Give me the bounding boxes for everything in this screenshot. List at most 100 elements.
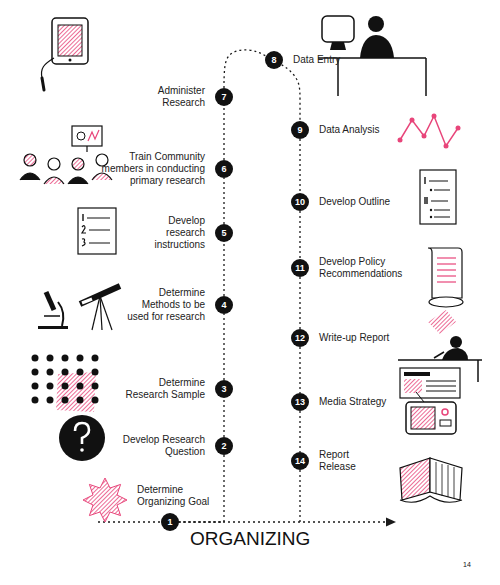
sample-dot xyxy=(47,369,54,376)
step-circle: 14Report Release xyxy=(291,452,309,470)
step-number: 8 xyxy=(265,51,283,69)
page-edge xyxy=(442,464,443,496)
tv-knob xyxy=(442,409,448,415)
page-edge xyxy=(448,465,449,497)
chart-point xyxy=(456,126,461,131)
step-number: 5 xyxy=(215,224,233,242)
step-label: Media Strategy xyxy=(319,396,409,408)
outline-bullet xyxy=(430,216,432,218)
list-line xyxy=(89,243,110,244)
newspaper-masthead xyxy=(404,372,430,376)
outline-numeral xyxy=(424,177,425,184)
step-label: Develop Research Question xyxy=(115,434,205,458)
sample-dot xyxy=(62,383,69,390)
step-label: Develop research instructions xyxy=(149,215,205,251)
scroll-roll xyxy=(429,297,463,307)
tv-antenna xyxy=(416,392,424,402)
step-label: Data Entry xyxy=(293,54,383,66)
trainee-head xyxy=(24,154,36,166)
step-number: 7 xyxy=(215,88,233,106)
outline-line xyxy=(434,217,450,218)
step-label: Determine Research Sample xyxy=(117,377,205,401)
axis-arrowhead xyxy=(386,518,396,527)
sample-dot xyxy=(62,369,69,376)
newspaper-line xyxy=(426,391,456,392)
stylus-cord xyxy=(42,58,55,78)
step-label: Data Analysis xyxy=(319,124,409,136)
step-label: Determine Organizing Goal xyxy=(137,484,222,508)
newspaper-icon xyxy=(400,368,460,398)
step-number: 3 xyxy=(215,380,233,398)
step-circle: 5Develop research instructions xyxy=(215,224,233,242)
instructions-sheet xyxy=(78,208,116,254)
dashed-connector xyxy=(223,106,224,160)
training-board xyxy=(72,126,102,146)
writer-desk xyxy=(398,359,482,361)
step-number: 13 xyxy=(291,393,309,411)
trainee-head xyxy=(72,158,84,170)
outline-line xyxy=(434,210,450,211)
tablet-button xyxy=(69,59,72,62)
step-number: 2 xyxy=(215,437,233,455)
page-edge xyxy=(436,462,437,494)
step-circle: 3Determine Research Sample xyxy=(215,380,233,398)
telescope-band xyxy=(82,299,92,303)
sample-dot xyxy=(32,383,39,390)
sample-dot xyxy=(32,369,39,376)
step-circle: 4Determine Methods to be used for resear… xyxy=(215,296,233,314)
board-clock xyxy=(77,132,85,140)
step-label: Develop Policy Recommendations xyxy=(319,256,404,280)
sample-dot xyxy=(77,383,84,390)
outline-bullet xyxy=(430,189,432,191)
dashed-path xyxy=(299,470,300,522)
step-circle: 9Data Analysis xyxy=(291,121,309,139)
step-circle: 1Determine Organizing Goal xyxy=(161,513,179,531)
dashed-connector xyxy=(223,398,224,437)
step-circle: 13Media Strategy xyxy=(291,393,309,411)
outline-line xyxy=(434,190,450,191)
sample-dot xyxy=(77,355,84,362)
board-stand xyxy=(86,146,87,152)
dashed-connector xyxy=(299,411,300,452)
sample-dot xyxy=(92,397,99,404)
step-circle: 6Train Community members in conducting p… xyxy=(215,160,233,178)
dashed-axis xyxy=(98,521,386,522)
step-circle: 10Develop Outline xyxy=(291,193,309,211)
outline-line xyxy=(429,181,448,182)
page-number: 14 xyxy=(463,561,471,568)
trainee-body xyxy=(44,177,64,184)
list-numeral xyxy=(82,239,85,246)
sample-dot xyxy=(92,355,99,362)
tablet-icon xyxy=(52,18,88,64)
step-number: 4 xyxy=(215,296,233,314)
microscope-arm xyxy=(58,302,63,326)
trainee-body xyxy=(20,173,40,180)
outline-bullet xyxy=(430,209,432,211)
step-circle: 8Data Entry xyxy=(265,51,283,69)
microscope-base xyxy=(38,326,68,329)
list-line xyxy=(87,218,110,219)
chart-point xyxy=(444,144,449,149)
writing-pages xyxy=(428,310,456,334)
sample-dot xyxy=(47,383,54,390)
dashed-connector xyxy=(299,347,300,393)
step-label: Train Community members in conducting pr… xyxy=(95,151,205,187)
desk-leg xyxy=(425,58,427,96)
chart-point xyxy=(398,138,403,143)
question-disc xyxy=(59,415,105,461)
sample-dot xyxy=(47,397,54,404)
sample-highlight xyxy=(56,372,96,412)
list-line xyxy=(89,230,110,231)
step-number: 14 xyxy=(291,452,309,470)
dashed-connector xyxy=(223,242,224,296)
sample-dot xyxy=(77,369,84,376)
monitor-icon xyxy=(322,16,354,42)
step-number: 1 xyxy=(161,513,179,531)
dashed-connector xyxy=(223,178,224,224)
step-number: 9 xyxy=(291,121,309,139)
page-edge xyxy=(454,467,455,498)
trainee-head xyxy=(48,158,60,170)
outline-numeral xyxy=(426,197,427,204)
tripod-leg xyxy=(92,296,100,330)
